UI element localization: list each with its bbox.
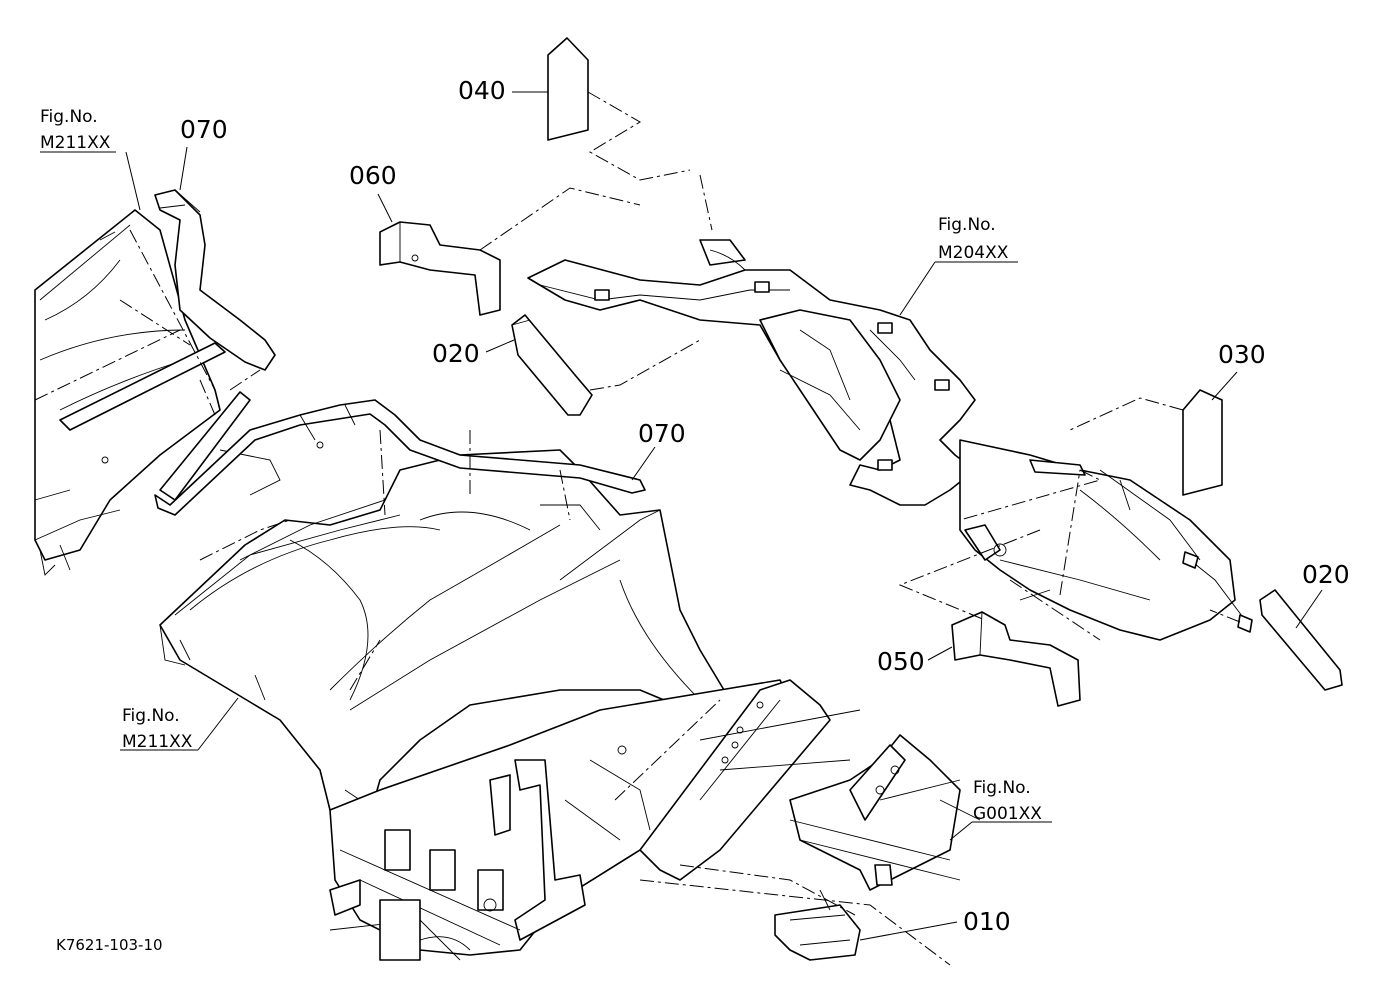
- fig-ref-label-4: Fig.No.: [973, 778, 1031, 798]
- part-label-070-left: 070: [180, 115, 228, 144]
- fig-ref-label-2: Fig.No.: [938, 215, 996, 235]
- left-fender-assembly: [34, 209, 281, 576]
- part-010: [774, 889, 861, 961]
- main-frame: [329, 679, 861, 961]
- right-frame-g001: [789, 734, 981, 891]
- part-030: [1182, 389, 1223, 496]
- part-070-left-bar: [154, 189, 276, 371]
- part-020-upper: [511, 314, 593, 416]
- part-label-010: 010: [963, 907, 1011, 936]
- fig-ref-code-4: G001XX: [973, 804, 1042, 824]
- leader-lines: [40, 91, 1323, 941]
- fig-ref-label-1: Fig.No.: [40, 107, 98, 127]
- part-label-070-center: 070: [638, 419, 686, 448]
- rear-support-m204: [527, 239, 976, 506]
- fig-ref-label-3: Fig.No.: [122, 706, 180, 726]
- part-label-020-upper: 020: [432, 339, 480, 368]
- part-label-020-lower: 020: [1302, 560, 1350, 589]
- fig-ref-code-2: M204XX: [938, 243, 1009, 263]
- part-label-030: 030: [1218, 340, 1266, 369]
- drawing-code: K7621-103-10: [56, 936, 163, 954]
- part-040: [547, 37, 589, 141]
- part-label-060: 060: [349, 161, 397, 190]
- part-label-050: 050: [877, 647, 925, 676]
- main-fender-deck: [159, 441, 731, 831]
- fig-ref-code-3: M211XX: [122, 732, 193, 752]
- part-020-lower: [1259, 589, 1343, 691]
- part-060: [379, 221, 501, 316]
- assembly-lines: [34, 91, 1241, 966]
- part-050: [951, 611, 1081, 707]
- fig-ref-code-1: M211XX: [40, 133, 111, 153]
- part-070-center-rail: [154, 399, 646, 516]
- part-label-040: 040: [458, 76, 506, 105]
- right-fender-lower: [959, 439, 1253, 641]
